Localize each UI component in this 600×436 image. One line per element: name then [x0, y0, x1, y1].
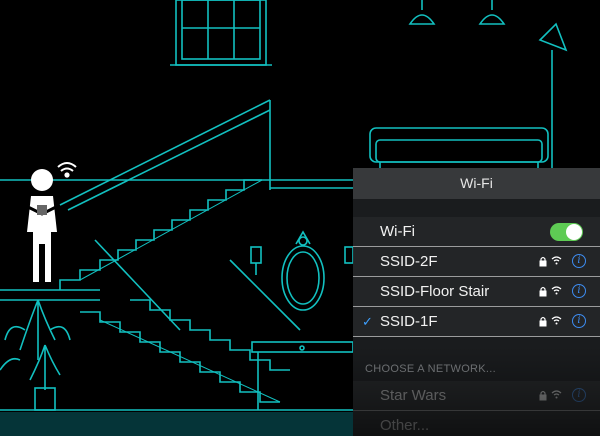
network-row-ssid-floor-stair[interactable]: SSID-Floor Stair i: [353, 277, 600, 307]
info-icon[interactable]: i: [572, 284, 586, 298]
network-row-ssid-2f[interactable]: SSID-2F i: [353, 247, 600, 277]
wifi-toggle-row[interactable]: Wi-Fi: [353, 217, 600, 247]
other-networks-list: Star Wars i Other...: [353, 381, 600, 436]
wifi-signal-icon: [551, 390, 562, 399]
oval-mirror-illustration: [281, 230, 325, 311]
lock-icon: [539, 390, 547, 401]
lock-icon: [539, 286, 547, 297]
wifi-signal-icon: [57, 162, 77, 178]
floor-glow: [0, 412, 353, 436]
person-icon: [25, 169, 59, 282]
network-row-star-wars[interactable]: Star Wars i: [353, 381, 600, 411]
floor-lamp-illustration: [538, 22, 568, 170]
staircase-illustration: [59, 179, 290, 403]
panel-spacer: [353, 199, 600, 217]
network-row-ssid-1f[interactable]: ✓ SSID-1F i: [353, 307, 600, 337]
plant-illustration: [0, 299, 71, 411]
pendant-lamps-illustration: [408, 0, 506, 25]
network-name: Star Wars: [380, 387, 447, 404]
wall-sconces-illustration: [250, 246, 354, 275]
toggle-knob: [566, 224, 582, 240]
info-icon[interactable]: i: [572, 254, 586, 268]
network-name: SSID-1F: [380, 313, 438, 330]
wifi-signal-icon: [551, 286, 562, 295]
wifi-signal-icon: [551, 256, 562, 265]
wifi-settings-panel: Wi-Fi Wi-Fi SSID-2F i SSID-Floor Stair i…: [353, 168, 600, 436]
check-icon: ✓: [362, 314, 373, 329]
lock-icon: [539, 316, 547, 327]
lock-icon: [539, 256, 547, 267]
window-illustration: [170, 0, 272, 66]
network-name: SSID-Floor Stair: [380, 283, 490, 300]
section-spacer: [353, 337, 600, 357]
network-name: Other...: [380, 417, 430, 434]
network-name: SSID-2F: [380, 253, 438, 270]
wifi-signal-icon: [551, 316, 562, 325]
wifi-toggle-switch[interactable]: [550, 223, 583, 241]
side-table-illustration: [251, 341, 354, 410]
panel-title: Wi-Fi: [353, 168, 600, 199]
wifi-toggle-label: Wi-Fi: [380, 223, 415, 240]
info-icon[interactable]: i: [572, 388, 586, 402]
sofa-illustration: [369, 127, 549, 170]
network-row-other[interactable]: Other...: [353, 411, 600, 436]
stair-railing-illustration: [59, 99, 301, 331]
info-icon[interactable]: i: [572, 314, 586, 328]
choose-network-label: CHOOSE A NETWORK...: [353, 357, 600, 381]
